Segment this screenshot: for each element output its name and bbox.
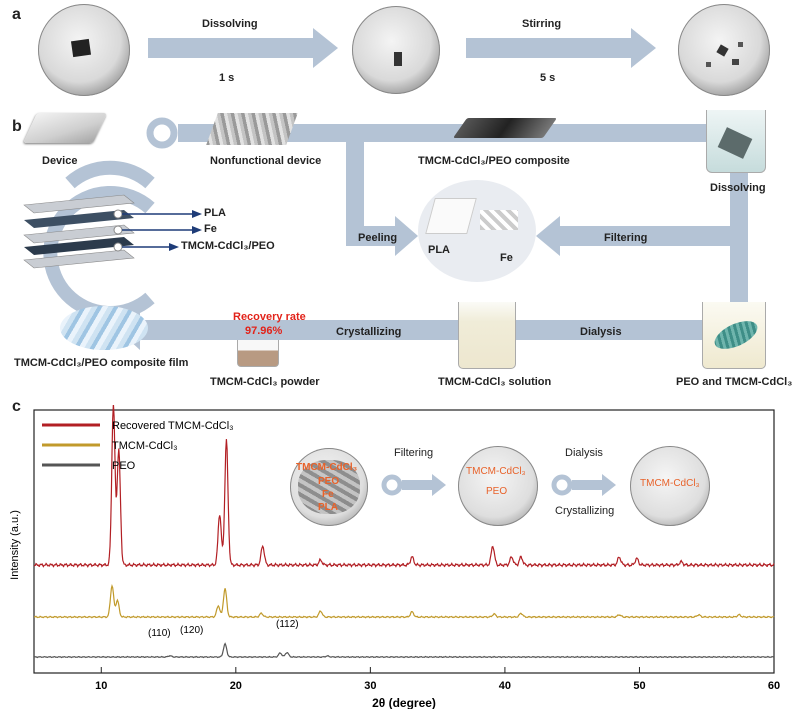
label-crystallizing: Crystallizing [336,326,402,338]
label-composite: TMCM-CdCl₃/PEO composite [418,155,570,167]
xrd-series-1 [34,584,775,619]
label-fe: Fe [500,252,513,264]
nonfunctional-device-image [206,113,298,145]
recovery-value: 97.96% [245,325,283,337]
mixture-debris [298,460,360,514]
petri-dish-dissolved [352,6,440,94]
inset-dish-mixture: TMCM-CdCl₃ PEO Fe PLA [290,448,368,526]
beaker-solution [458,302,516,369]
x-tick-label: 40 [499,680,511,692]
x-tick-label: 20 [230,680,242,692]
inset-label-crystallizing: Crystallizing [555,505,615,517]
particle [732,59,739,65]
label-film: TMCM-CdCl₃/PEO composite film [14,357,189,369]
x-tick-label: 10 [95,680,107,692]
hkl-110: (110) [148,628,171,639]
xrd-chart: 10 20 30 40 50 60 2θ (degree) Intensity (a.u.… [9,405,780,709]
dish1-text-peo: PEO [318,476,340,487]
particle [706,62,711,67]
device-image [23,113,107,143]
dish2-text-peo: PEO [486,486,508,497]
legend-recovered: Recovered TMCM-CdCl₃ [112,420,234,432]
x-tick-label: 60 [768,680,780,692]
panel-c-label: c [12,398,21,415]
arrow-stirring [466,28,656,68]
dish3-text-tmcm: TMCM-CdCl₃ [640,478,700,489]
inset-dish-crystal: TMCM-CdCl₃ [630,446,710,526]
legend-tmcm: TMCM-CdCl₃ [112,440,178,452]
pla-sheet [425,198,477,234]
fe-pieces [480,210,518,230]
plot-frame [33,409,775,674]
label-filtering: Filtering [604,232,648,244]
label-dissolving: Dissolving [710,182,766,194]
device-fragment [70,38,92,58]
step-stirring-label: Stirring [522,18,562,30]
label-powder: TMCM-CdCl₃ powder [210,376,320,388]
inset-label-filtering: Filtering [394,447,434,459]
inset-label-dialysis: Dialysis [565,447,603,459]
separated-materials-circle: PLA Fe [418,180,536,282]
arrow-dissolving [148,28,338,68]
dialysis-bag [710,315,762,355]
legend-peo: PEO [112,460,136,472]
dish1-text-pla: PLA [318,502,338,513]
xrd-series-2 [34,642,775,659]
label-device: Device [42,155,78,167]
panel-b-label: b [12,118,22,135]
beaker-peo-mix [702,302,766,369]
device-remnant [394,52,402,66]
x-tick-label: 30 [364,680,376,692]
composite-image [452,118,558,138]
particle [716,44,729,57]
inset-arrow-dialysis [551,474,616,496]
powder-jar [237,340,279,367]
hkl-120: (120) [180,625,203,636]
label-layer-tmcm: TMCM-CdCl₃/PEO [181,240,275,252]
dissolving-pieces [717,127,753,159]
composite-film-image [60,306,148,350]
x-tick-label: 50 [633,680,645,692]
y-axis-label: Intensity (a.u.) [9,510,21,580]
hkl-112: (112) [276,619,299,630]
legend: Recovered TMCM-CdCl₃ TMCM-CdCl₃ PEO [42,420,234,472]
x-axis-label: 2θ (degree) [372,696,436,709]
label-peeling: Peeling [358,232,398,244]
layer-stack [23,194,202,269]
dish1-text-tmcm: TMCM-CdCl₃ [296,462,358,473]
step-stirring-time: 5 s [540,72,556,84]
step-dissolving-time: 1 s [219,72,235,84]
step-dissolving-label: Dissolving [202,18,258,30]
panel-a-label: a [12,6,21,23]
label-peo-mix: PEO and TMCM-CdCl₃ [676,376,792,388]
inset-arrow-filtering [381,474,446,496]
dish2-text-tmcm: TMCM-CdCl₃ [466,466,526,477]
petri-dish-stirred [678,4,770,96]
inset-dish-filtered: TMCM-CdCl₃ PEO [458,446,538,526]
label-dialysis: Dialysis [580,326,622,338]
label-pla: PLA [428,244,450,256]
label-solution: TMCM-CdCl₃ solution [438,376,552,388]
label-layer-fe: Fe [204,223,217,235]
label-layer-pla: PLA [204,207,226,219]
dish1-text-fe: Fe [322,489,334,500]
xrd-series-0 [33,405,775,568]
recovery-title: Recovery rate [233,311,306,323]
particle [738,42,743,47]
petri-dish-initial [38,4,130,96]
label-nonfunctional: Nonfunctional device [210,155,322,167]
beaker-dissolving [706,110,766,173]
